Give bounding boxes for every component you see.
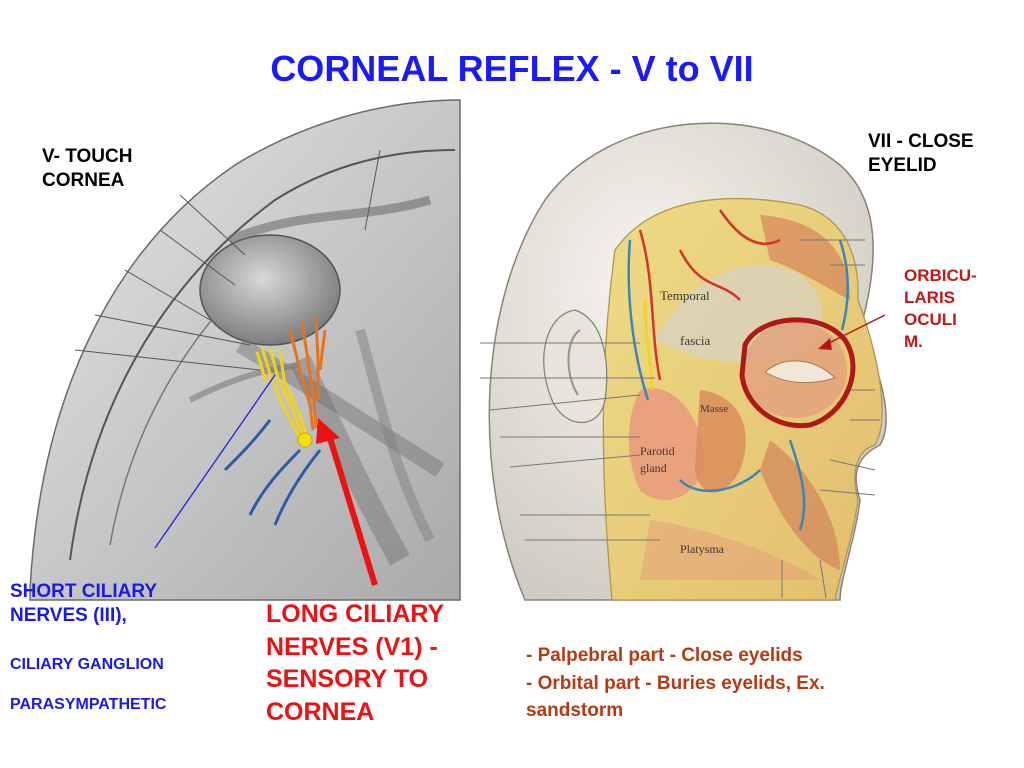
orbit-dissection (29, 99, 461, 601)
orbicularis-pointer (824, 314, 886, 346)
touch-cornea-line-1: V- TOUCH (42, 146, 133, 167)
fascia-label: fascia (680, 333, 711, 348)
orbicularis-line-1: ORBICU- (904, 266, 977, 285)
long-ciliary-nerves (288, 317, 327, 431)
close-eyelid-label: VII - CLOSE EYELID (868, 130, 974, 178)
page-title: CORNEAL REFLEX - V to VII (270, 48, 754, 89)
long-ciliary-arrow (327, 437, 378, 586)
short-ciliary-nerves (255, 347, 308, 439)
touch-cornea-line-2: CORNEA (42, 169, 125, 191)
orbicularis-oculi-label: ORBICU- LARIS OCULI M. (904, 265, 977, 353)
orbicularis-line-3: OCULI (904, 310, 957, 330)
long-ciliary-arrowhead (316, 418, 340, 444)
orbicularis-highlight-circle (739, 317, 856, 429)
close-eyelid-line-1: VII - CLOSE (868, 131, 974, 152)
orbicularis-line-2: LARIS (904, 288, 955, 308)
touch-cornea-label: V- TOUCH CORNEA (42, 145, 132, 193)
masseter-label: Masse (700, 403, 728, 415)
short-ciliary-line-1: SHORT CILIARY (10, 581, 158, 602)
ciliary-ganglion-label: CILIARY GANGLION (10, 656, 164, 673)
note-palpebral: - Palpebral part - Close eyelids (526, 645, 803, 666)
temporal-label: Temporal (660, 288, 710, 303)
long-ciliary-line-3: SENSORY TO (266, 665, 429, 693)
orbicularis-arrowhead (818, 338, 832, 350)
long-ciliary-line-2: NERVES (V1) - (266, 632, 438, 661)
orbicularis-line-4: M. (904, 332, 923, 352)
close-eyelid-line-2: EYELID (868, 154, 937, 176)
short-ciliary-pointer (154, 374, 276, 549)
long-ciliary-line-4: CORNEA (266, 697, 375, 726)
ciliary-ganglion (297, 432, 313, 448)
platysma-label: Platysma (680, 542, 725, 556)
short-ciliary-label: SHORT CILIARY NERVES (III), (10, 580, 157, 628)
head-illustration: Temporal fascia Parotid gland Platysma M… (480, 122, 887, 601)
parotid-label: Parotid (640, 444, 675, 458)
short-ciliary-line-2: NERVES (III), (10, 604, 127, 626)
orbicularis-notes: - Palpebral part - Close eyelids - Orbit… (526, 642, 825, 725)
parasympathetic-label: PARASYMPATHETIC (10, 696, 167, 713)
long-ciliary-line-1: LONG CILIARY (266, 600, 445, 628)
note-orbital: - Orbital part - Buries eyelids, Ex. (526, 672, 825, 694)
long-ciliary-label: LONG CILIARY NERVES (V1) - SENSORY TO CO… (266, 598, 444, 728)
gland-label: gland (640, 461, 667, 475)
note-orbital-cont: sandstorm (526, 700, 624, 722)
